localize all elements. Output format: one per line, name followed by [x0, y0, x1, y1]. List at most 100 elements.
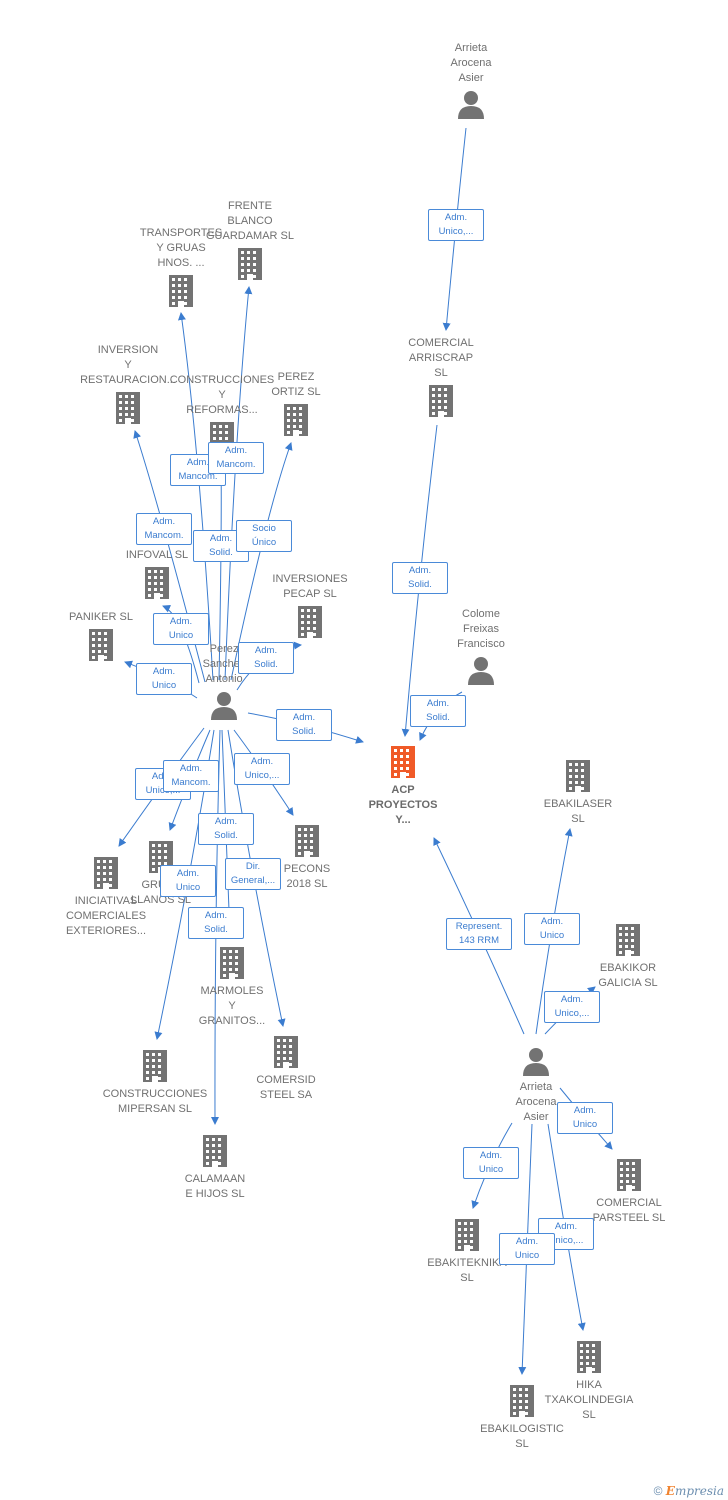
edge-role-tag[interactable]: Socio Único [236, 520, 292, 552]
brand-logo: Empresia [665, 1484, 724, 1498]
node-comersid[interactable]: COMERSID STEEL SA [231, 1035, 341, 1103]
building-icon [467, 1384, 577, 1418]
node-construcciones-mipersan[interactable]: CONSTRUCCIONES MIPERSAN SL [100, 1049, 210, 1117]
building-icon [523, 759, 633, 793]
node-label: EBAKILOGISTIC SL [480, 1423, 564, 1450]
building-icon [102, 566, 212, 600]
node-inversion-restauracion[interactable]: INVERSION Y RESTAURACION... [73, 343, 183, 425]
edge-role-tag[interactable]: Adm. Solid. [198, 813, 254, 845]
node-frente-blanco[interactable]: FRENTE BLANCO GUARDAMAR SL [195, 199, 305, 281]
node-label: Arrieta Arocena Asier [450, 42, 492, 84]
node-label: COMERSID STEEL SA [256, 1074, 316, 1101]
node-label: Arrieta Arocena Asier [515, 1081, 557, 1123]
person-icon [169, 690, 279, 720]
node-label: COMERCIAL PARSTEEL SL [592, 1197, 666, 1224]
building-icon [241, 403, 351, 437]
edge-role-tag[interactable]: Adm. Unico [557, 1102, 613, 1134]
edge-role-tag[interactable]: Adm. Solid. [392, 562, 448, 594]
person-icon [416, 89, 526, 119]
node-label: ACP PROYECTOS Y... [368, 784, 438, 826]
node-label: EBAKILASER SL [543, 798, 613, 825]
building-icon [348, 745, 458, 779]
building-icon [573, 923, 683, 957]
edge-role-tag[interactable]: Adm. Unico [160, 865, 216, 897]
node-label: FRENTE BLANCO GUARDAMAR SL [205, 200, 295, 242]
edge-role-tag[interactable]: Adm. Solid. [276, 709, 332, 741]
node-label: CALAMAAN E HIJOS SL [184, 1173, 246, 1200]
edge-role-tag[interactable]: Adm. Mancom. [163, 760, 219, 792]
node-ebakikor[interactable]: EBAKIKOR GALICIA SL [573, 923, 683, 991]
node-label: INVERSIONES PECAP SL [272, 573, 348, 600]
node-perez-sanchez[interactable]: Perez Sanchez Antonio [169, 642, 279, 720]
node-label: PANIKER SL [69, 611, 133, 623]
building-icon [255, 605, 365, 639]
edge-role-tag[interactable]: Adm. Unico [463, 1147, 519, 1179]
node-acp[interactable]: ACP PROYECTOS Y... [348, 745, 458, 828]
building-icon [252, 824, 362, 858]
node-label: INICIATIVAS COMERCIALES EXTERIORES... [65, 895, 147, 937]
node-hika[interactable]: HIKA TXAKOLINDEGIA SL [534, 1340, 644, 1423]
node-perez-ortiz[interactable]: PEREZ ORTIZ SL [241, 370, 351, 437]
node-inversiones-pecap[interactable]: INVERSIONES PECAP SL [255, 572, 365, 639]
building-icon [195, 247, 305, 281]
building-icon [51, 856, 161, 890]
edge-role-tag[interactable]: Adm. Unico [136, 663, 192, 695]
edge-role-tag[interactable]: Adm. Unico,... [428, 209, 484, 241]
edge-role-tag[interactable]: Adm. Solid. [410, 695, 466, 727]
edge-role-tag[interactable]: Adm. Mancom. [208, 442, 264, 474]
node-label: MARMOLES Y GRANITOS... [198, 985, 266, 1027]
node-ebakilogistic[interactable]: EBAKILOGISTIC SL [467, 1384, 577, 1452]
node-arrieta-bottom[interactable]: Arrieta Arocena Asier [481, 1046, 591, 1125]
node-label: EBAKITEKNIKA SL [427, 1257, 507, 1284]
edge-role-tag[interactable]: Adm. Solid. [188, 907, 244, 939]
node-label: HIKA TXAKOLINDEGIA SL [544, 1379, 634, 1421]
node-arrieta-top[interactable]: Arrieta Arocena Asier [416, 41, 526, 119]
node-ebakiteknika[interactable]: EBAKITEKNIKA SL [412, 1218, 522, 1286]
node-label: PECONS 2018 SL [283, 863, 331, 890]
person-icon [481, 1046, 591, 1076]
edge-role-tag[interactable]: Adm. Unico [499, 1233, 555, 1265]
building-icon [574, 1158, 684, 1192]
node-label: TRANSPORTES Y GRUAS HNOS. ... [139, 227, 223, 269]
building-icon [177, 946, 287, 980]
edge-role-tag[interactable]: Adm. Unico [153, 613, 209, 645]
node-paniker[interactable]: PANIKER SL [46, 610, 156, 662]
footer-brand[interactable]: © Empresia [654, 1484, 724, 1498]
edge-role-tag[interactable]: Dir. General,... [225, 858, 281, 890]
node-colome[interactable]: Colome Freixas Francisco [426, 607, 536, 685]
node-label: Colome Freixas Francisco [457, 608, 505, 650]
node-label: PEREZ ORTIZ SL [271, 371, 321, 398]
person-icon [426, 655, 536, 685]
building-icon [46, 628, 156, 662]
building-icon [73, 391, 183, 425]
building-icon [386, 384, 496, 418]
edge-role-tag[interactable]: Adm. Solid. [238, 642, 294, 674]
node-ebakilaser[interactable]: EBAKILASER SL [523, 759, 633, 827]
building-icon [160, 1134, 270, 1168]
node-label: COMERCIAL ARRISCRAP SL [408, 337, 474, 379]
edge-perez_sanchez-to-frente_blanco [224, 286, 253, 681]
edge-role-tag[interactable]: Adm. Unico [524, 913, 580, 945]
edge-role-tag[interactable]: Adm. Unico,... [234, 753, 290, 785]
node-label: Perez Sanchez Antonio [202, 643, 246, 685]
building-icon [126, 274, 236, 308]
node-iniciativas[interactable]: INICIATIVAS COMERCIALES EXTERIORES... [51, 856, 161, 939]
node-label: CONSTRUCCIONES MIPERSAN SL [102, 1088, 208, 1115]
edge-role-tag[interactable]: Represent. 143 RRM [446, 918, 512, 950]
node-label: INVERSION Y RESTAURACION... [80, 344, 176, 386]
node-transportes-gruas[interactable]: TRANSPORTES Y GRUAS HNOS. ... [126, 226, 236, 308]
node-comercial-parsteel[interactable]: COMERCIAL PARSTEEL SL [574, 1158, 684, 1226]
building-icon [412, 1218, 522, 1252]
node-marmoles[interactable]: MARMOLES Y GRANITOS... [177, 946, 287, 1029]
building-icon [231, 1035, 341, 1069]
node-comercial-arriscrap[interactable]: COMERCIAL ARRISCRAP SL [386, 336, 496, 418]
edge-role-tag[interactable]: Adm. Mancom. [136, 513, 192, 545]
copyright-symbol: © [653, 1484, 663, 1498]
node-calamaan[interactable]: CALAMAAN E HIJOS SL [160, 1134, 270, 1202]
edge-role-tag[interactable]: Adm. Unico,... [544, 991, 600, 1023]
node-pecons[interactable]: PECONS 2018 SL [252, 824, 362, 892]
building-icon [534, 1340, 644, 1374]
node-label: CONSTRUCCIONES Y REFORMAS... [169, 374, 275, 416]
building-icon [100, 1049, 210, 1083]
node-label: EBAKIKOR GALICIA SL [598, 962, 658, 989]
